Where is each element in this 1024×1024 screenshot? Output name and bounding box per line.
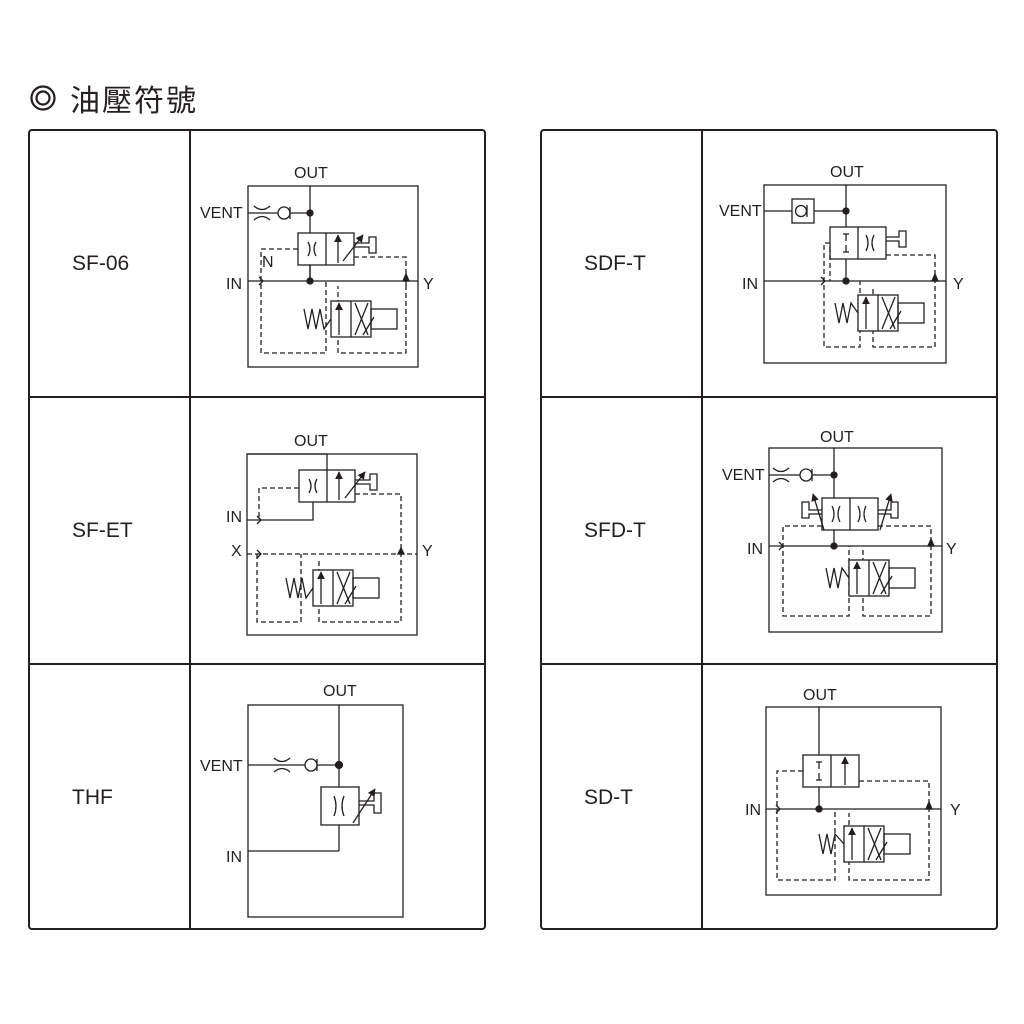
column-divider	[189, 131, 191, 928]
port-y-label: Y	[953, 276, 964, 293]
port-vent-label: VENT	[200, 758, 243, 775]
model-label-sfet: SF-ET	[72, 518, 133, 542]
model-label-thf: THF	[72, 785, 113, 809]
circuit-sdft	[763, 184, 947, 364]
row-divider	[542, 663, 996, 665]
double-circle-icon	[30, 85, 56, 111]
model-label-sdt: SD-T	[584, 785, 633, 809]
port-out-label: OUT	[803, 687, 837, 704]
circuit-sfet	[246, 453, 418, 636]
port-in-label: IN	[226, 276, 242, 293]
port-in-label: IN	[742, 276, 758, 293]
port-in-label: IN	[747, 541, 763, 558]
port-in-label: IN	[226, 849, 242, 866]
row-divider	[542, 396, 996, 398]
symbol-sdft: OUT VENT IN Y	[703, 131, 996, 396]
port-out-label: OUT	[294, 165, 328, 182]
row-divider	[30, 396, 484, 398]
port-out-label: OUT	[820, 429, 854, 446]
left-symbol-table: SF-06 OUT VENT IN Y N	[28, 129, 486, 930]
symbol-sf06: OUT VENT IN Y N	[191, 131, 484, 396]
port-y-label: Y	[946, 541, 957, 558]
circuit-sf06	[247, 185, 419, 368]
port-x-label: X	[231, 543, 242, 560]
port-out-label: OUT	[294, 433, 328, 450]
port-vent-label: VENT	[719, 203, 762, 220]
port-in-label: IN	[745, 802, 761, 819]
model-label-sfdt: SFD-T	[584, 518, 646, 542]
port-out-label: OUT	[323, 683, 357, 700]
row-divider	[30, 663, 484, 665]
symbol-sdt: OUT IN Y	[703, 665, 996, 930]
column-divider	[701, 131, 703, 928]
model-label-sdft: SDF-T	[584, 251, 646, 275]
symbol-sfdt: OUT VENT IN Y	[703, 398, 996, 663]
page-header: 油壓符號	[30, 78, 198, 119]
port-vent-label: VENT	[200, 205, 243, 222]
circuit-thf	[247, 704, 404, 918]
port-y-label: Y	[423, 276, 434, 293]
port-in-label: IN	[226, 509, 242, 526]
port-out-label: OUT	[830, 164, 864, 181]
model-label-sf06: SF-06	[72, 251, 130, 275]
port-y-label: Y	[950, 802, 961, 819]
circuit-sdt	[765, 706, 942, 896]
symbol-thf: OUT VENT IN	[191, 665, 484, 930]
circuit-sfdt	[768, 447, 943, 633]
port-y-label: Y	[422, 543, 433, 560]
page-title: 油壓符號	[70, 84, 198, 119]
port-vent-label: VENT	[722, 467, 765, 484]
right-symbol-table: SDF-T OUT VENT IN Y	[540, 129, 998, 930]
port-n-label: N	[262, 254, 274, 271]
symbol-sfet: OUT IN X Y	[191, 398, 484, 663]
